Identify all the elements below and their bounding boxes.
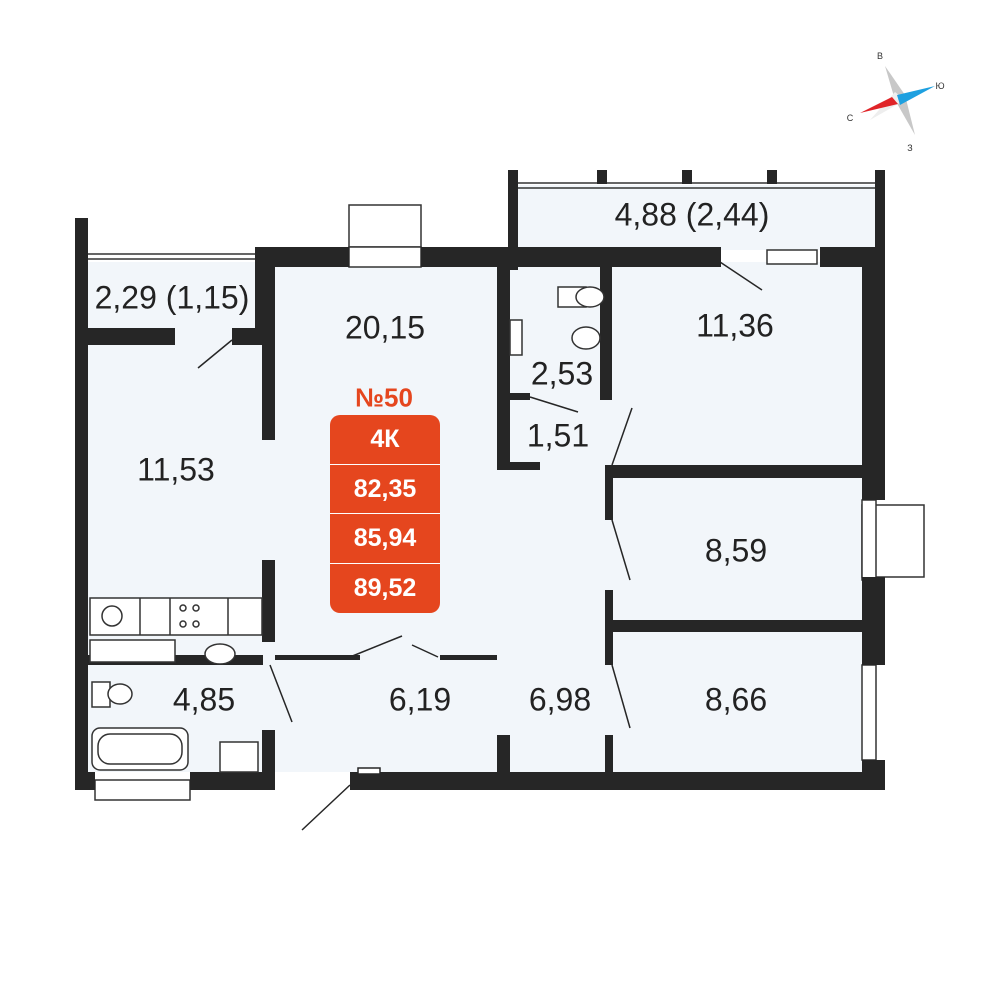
compass-north-label: С xyxy=(846,113,854,123)
compass-west-label: З xyxy=(907,143,913,153)
compass-east-label: В xyxy=(876,51,884,61)
kitchen-sink-icon xyxy=(101,605,123,627)
compass-south-label: Ю xyxy=(935,81,945,91)
room-area-bedroom-bottom: 8,66 xyxy=(704,681,768,718)
room-area-closet: 1,51 xyxy=(526,417,590,454)
room-area-bathroom: 4,85 xyxy=(172,681,236,718)
washing-shelf xyxy=(89,639,176,663)
shower-icon xyxy=(219,741,259,773)
room-area-wc: 2,53 xyxy=(530,355,594,392)
apartment-type: 4К xyxy=(330,415,440,465)
compass-icon xyxy=(860,66,935,135)
fixtures xyxy=(89,286,605,773)
bath-sink-icon xyxy=(204,643,236,665)
room-area-corridor: 6,98 xyxy=(528,681,592,718)
room-area-living-room: 20,15 xyxy=(344,309,426,346)
apartment-area-with-balcony: 89,52 xyxy=(353,573,417,602)
walls xyxy=(75,170,885,790)
room-area-bedroom-mid: 8,59 xyxy=(704,532,768,569)
wc-sink-icon xyxy=(571,326,601,350)
door-swings xyxy=(197,261,763,831)
wc-box xyxy=(509,319,523,356)
apartment-number: №50 xyxy=(355,382,413,413)
room-area-hall: 6,19 xyxy=(388,681,452,718)
room-area-balcony-left: 2,29 (1,15) xyxy=(94,279,250,316)
room-area-bedroom-top: 11,36 xyxy=(696,307,774,344)
apartment-badge: 4К 82,35 85,94 89,52 xyxy=(330,415,440,613)
room-area-balcony-right: 4,88 (2,44) xyxy=(614,196,770,233)
apartment-area-total: 85,94 xyxy=(330,514,440,564)
room-area-kitchen: 11,53 xyxy=(137,451,215,488)
apartment-area-living: 82,35 xyxy=(330,465,440,514)
